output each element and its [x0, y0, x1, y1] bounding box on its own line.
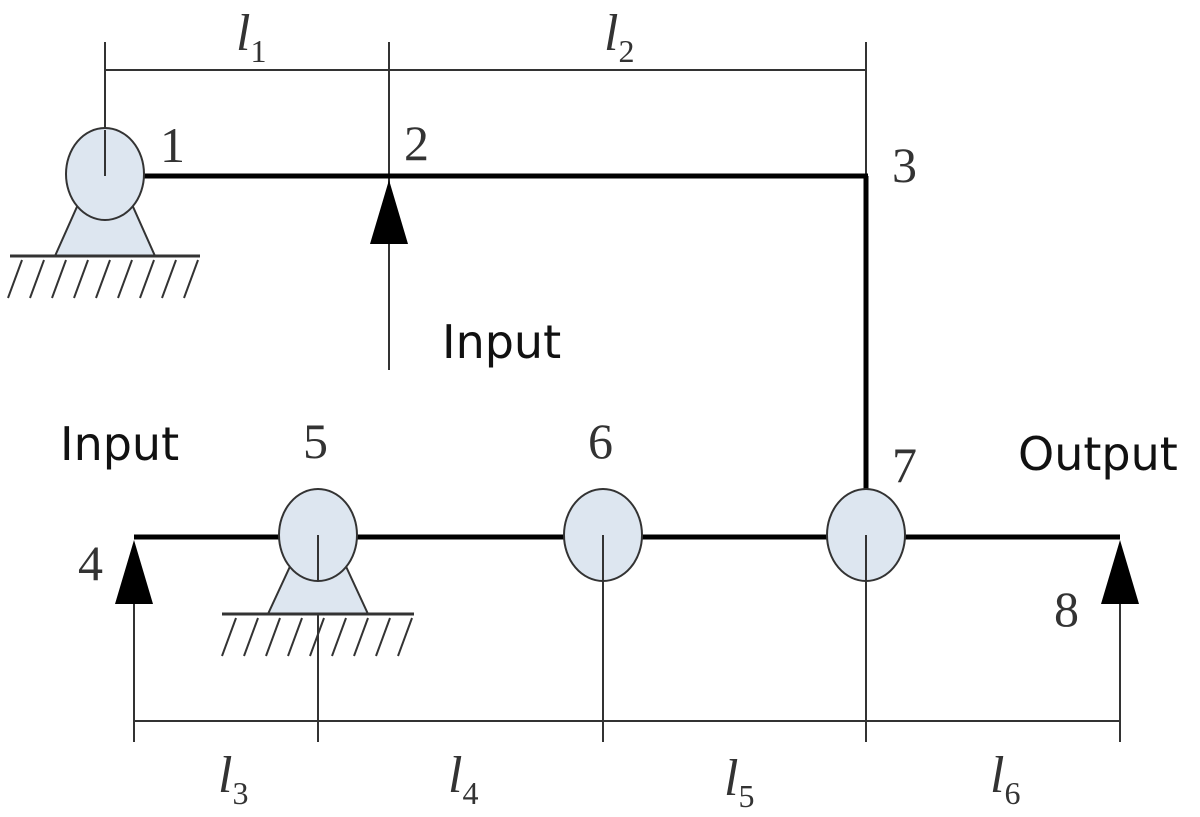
node-label-6: 6	[588, 413, 613, 469]
dim-label-l6: l6	[990, 747, 1020, 811]
dim-label-l3: l3	[218, 747, 248, 811]
node-label-7: 7	[892, 437, 917, 493]
node-label-4: 4	[78, 535, 103, 591]
output-label: Output	[1018, 427, 1178, 481]
dim-label-l1: l1	[236, 5, 266, 69]
output-arrow-8-icon	[1101, 540, 1139, 604]
input-arrow-2-icon	[370, 180, 408, 244]
input-arrow-4-icon	[115, 540, 153, 604]
dim-label-l2: l2	[604, 5, 634, 69]
upper-link	[140, 173, 869, 500]
node-label-8: 8	[1054, 581, 1079, 637]
input-label-top: Input	[442, 315, 561, 369]
node-label-1: 1	[160, 117, 185, 173]
node-label-2: 2	[404, 115, 429, 171]
input-label-left: Input	[60, 417, 179, 471]
node-label-5: 5	[303, 413, 328, 469]
node-label-3: 3	[892, 137, 917, 193]
dim-label-l4: l4	[448, 747, 478, 811]
ground-support-1	[7, 199, 200, 299]
ground-support-5	[221, 559, 414, 657]
dim-label-l5: l5	[724, 750, 754, 814]
